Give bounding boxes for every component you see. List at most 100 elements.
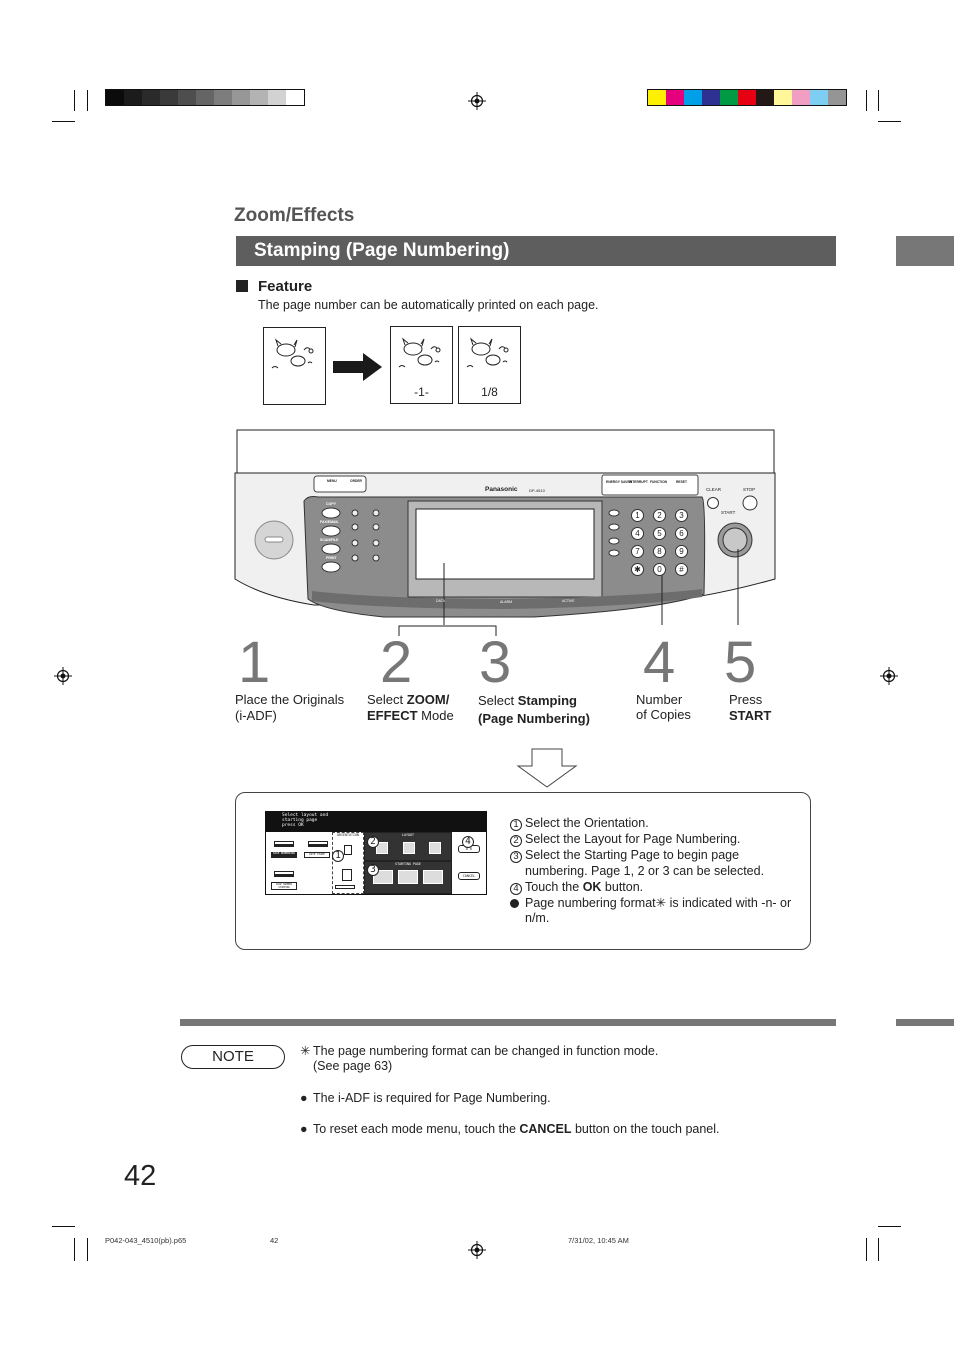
function-key-label: FUNCTION <box>650 480 668 484</box>
step-number: 5 <box>724 630 757 695</box>
active-lamp-label: ACTIVE <box>562 599 575 603</box>
note-label: NOTE <box>181 1045 285 1069</box>
keypad-key-3[interactable]: 3 <box>675 509 688 522</box>
top-keys: MENU ORDER ENERGY SAVER INTERRUPT FUNCTI… <box>318 479 698 489</box>
color-swatch <box>792 90 810 105</box>
keypad-key-7[interactable]: 7 <box>631 545 644 558</box>
color-swatch <box>702 90 720 105</box>
right-arrow-icon <box>333 353 382 381</box>
callout-4-icon: 4 <box>510 882 522 895</box>
step-label: Place the Originals (i-ADF) <box>235 692 345 723</box>
keypad-key-4[interactable]: 4 <box>631 527 644 540</box>
step-number: 4 <box>643 630 676 695</box>
keypad-key-✱[interactable]: ✱ <box>631 563 644 576</box>
color-swatch <box>666 90 684 105</box>
callout-1-icon: 1 <box>332 850 344 862</box>
keypad-key-5[interactable]: 5 <box>653 527 666 540</box>
color-swatch <box>196 90 214 105</box>
layout-option-button[interactable] <box>376 842 388 854</box>
step-number: 2 <box>380 630 413 695</box>
portrait-orientation-button[interactable] <box>344 845 352 855</box>
color-swatch <box>178 90 196 105</box>
page-number-stamping-button[interactable]: PAGE NUMBER STAMPING <box>271 882 297 890</box>
layout-option-button[interactable] <box>429 842 441 854</box>
step-label: Press START <box>729 692 772 723</box>
color-swatch <box>124 90 142 105</box>
cat-illustration-icon <box>398 337 441 368</box>
keypad-key-1[interactable]: 1 <box>631 509 644 522</box>
keypad-key-0[interactable]: 0 <box>653 563 666 576</box>
keypad-key-9[interactable]: 9 <box>675 545 688 558</box>
keypad-key-8[interactable]: 8 <box>653 545 666 558</box>
start-page-option-button[interactable] <box>398 870 418 884</box>
color-swatch <box>756 90 774 105</box>
lcd-layout-panel: LAYOUT <box>364 832 452 861</box>
instruction-item: Page numbering format✳ is indicated with… <box>510 896 802 927</box>
landscape-orientation-button[interactable] <box>342 869 352 881</box>
keypad-key-6[interactable]: 6 <box>675 527 688 540</box>
layout-option-button[interactable] <box>403 842 415 854</box>
copy-key-label: COPY <box>326 502 336 506</box>
start-key-label: START <box>721 510 736 515</box>
feature-description: The page number can be automatically pri… <box>258 298 599 312</box>
lcd-screen: Select layout and starting page press OK… <box>265 811 487 895</box>
start-page-option-button[interactable] <box>423 870 443 884</box>
stop-key-label: STOP <box>743 487 756 492</box>
energy-saver-key-label: ENERGY SAVER <box>606 480 632 484</box>
lcd-starting-page-panel: STARTING PAGE <box>364 861 452 894</box>
registration-mark-icon <box>880 667 898 685</box>
note-item: ●The i-ADF is required for Page Numberin… <box>300 1091 551 1105</box>
keypad-key-#[interactable]: # <box>675 563 688 576</box>
step-label: Number of Copies <box>636 692 691 722</box>
lcd-orientation-panel: ORIENTATION <box>332 832 364 894</box>
footer-filename: P042-043_4510(pb).p65 <box>105 1236 187 1245</box>
page-numbering-button[interactable]: PAGE NUMBERING <box>271 852 297 858</box>
color-swatch <box>106 90 124 105</box>
color-swatch <box>648 90 666 105</box>
down-arrow-icon <box>516 748 578 788</box>
menu-key-label: MENU <box>327 479 337 483</box>
status-lamps: DATA ALARM ACTIVE <box>424 599 584 607</box>
print-key-label: PRINT <box>326 556 337 560</box>
fax-email-key-label: FAX/EMAIL <box>320 520 339 524</box>
callout-1-icon: 1 <box>510 819 522 831</box>
color-swatch <box>286 90 304 105</box>
color-swatch <box>720 90 738 105</box>
callout-3-icon: 3 <box>510 851 522 863</box>
chapter-tab <box>896 236 954 266</box>
color-swatch <box>160 90 178 105</box>
step-bracket <box>398 625 497 636</box>
registration-mark-icon <box>54 667 72 685</box>
color-swatch <box>828 90 846 105</box>
touch-panel-instructions-box <box>235 792 811 950</box>
cat-illustration-icon <box>271 338 314 369</box>
color-swatch <box>142 90 160 105</box>
page-title-banner: Stamping (Page Numbering) <box>236 236 836 266</box>
start-page-option-button[interactable] <box>373 870 393 884</box>
callout-4-icon: 4 <box>462 836 474 848</box>
process-color-bar <box>647 89 847 106</box>
note-item: ●To reset each mode menu, touch the CANC… <box>300 1122 720 1136</box>
step-number: 3 <box>479 630 512 695</box>
control-panel-body <box>234 429 776 635</box>
keypad-key-2[interactable]: 2 <box>653 509 666 522</box>
color-swatch <box>684 90 702 105</box>
color-swatch <box>738 90 756 105</box>
bullet-icon: ● <box>300 1091 308 1105</box>
cancel-button[interactable]: CANCEL <box>458 872 480 880</box>
model-label: DP-4510 <box>529 488 545 493</box>
alarm-lamp-label: ALARM <box>500 600 513 604</box>
date-stamp-button[interactable]: DATE STAMP <box>304 852 330 858</box>
feature-heading: Feature <box>258 278 313 295</box>
registration-mark-icon <box>468 1241 486 1259</box>
footer-page: 42 <box>270 1236 279 1245</box>
data-lamp-label: DATA <box>436 599 445 603</box>
color-swatch <box>232 90 250 105</box>
original-sheet <box>263 327 326 405</box>
color-swatch <box>774 90 792 105</box>
asterisk-icon: ✳ <box>300 1044 311 1058</box>
